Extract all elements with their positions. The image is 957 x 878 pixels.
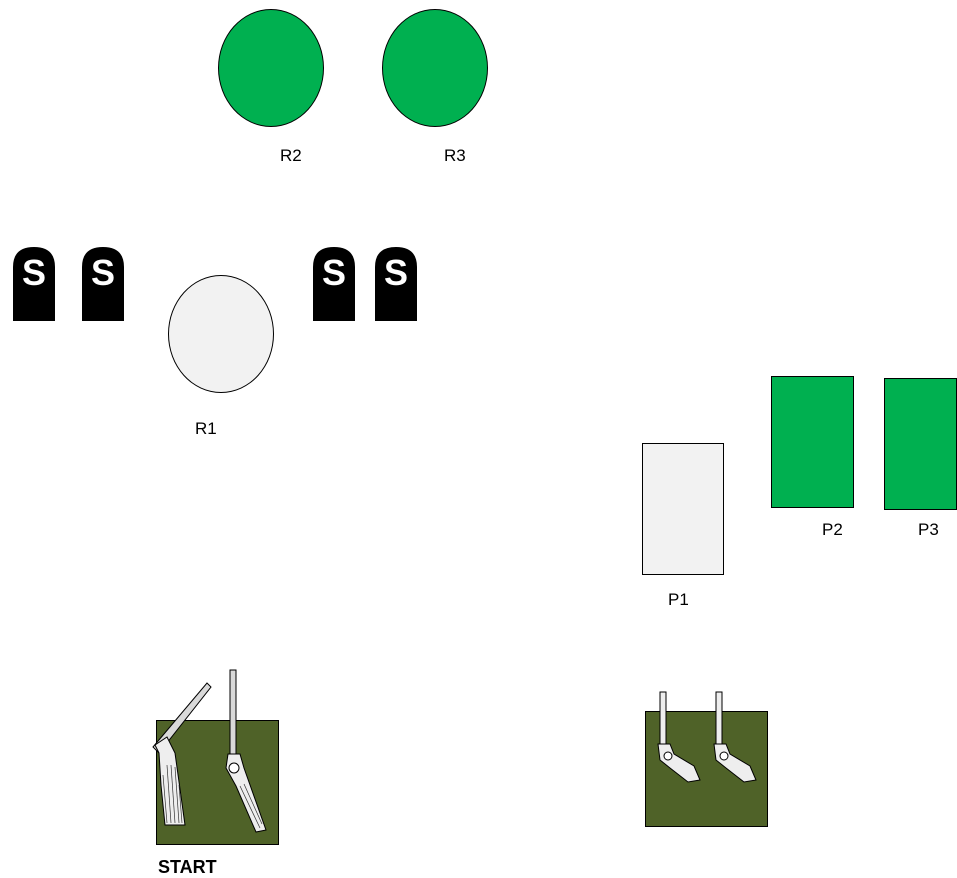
pistol-target-p2-label: P2 [822, 520, 843, 539]
rifle-icon [225, 669, 267, 833]
shotgun-target-2: S [80, 245, 126, 321]
rifle-target-r2-label: R2 [280, 146, 302, 165]
shotgun-target-letter: S [384, 252, 408, 293]
shotgun-target-letter: S [91, 252, 115, 293]
shotgun-icon [152, 682, 212, 826]
pistol-target-p1 [642, 443, 724, 575]
pistol-target-p3 [884, 378, 957, 510]
pistol-target-p3-label: P3 [918, 520, 939, 539]
shotgun-target-1: S [11, 245, 57, 321]
rifle-target-r1 [168, 275, 274, 393]
rifle-target-r2 [218, 9, 324, 127]
rifle-target-r1-label: R1 [195, 419, 217, 438]
pistol-target-p2 [771, 376, 854, 508]
rifle-target-r3 [382, 9, 488, 127]
start-label: START [158, 857, 217, 877]
pistol-target-p1-label: P1 [668, 590, 689, 609]
pistol-icon [713, 691, 757, 783]
rifle-target-r3-label: R3 [444, 146, 466, 165]
shotgun-target-letter: S [322, 252, 346, 293]
pistol-icon [657, 691, 701, 783]
shotgun-target-letter: S [22, 252, 46, 293]
shotgun-target-4: S [373, 245, 419, 321]
shotgun-target-3: S [311, 245, 357, 321]
